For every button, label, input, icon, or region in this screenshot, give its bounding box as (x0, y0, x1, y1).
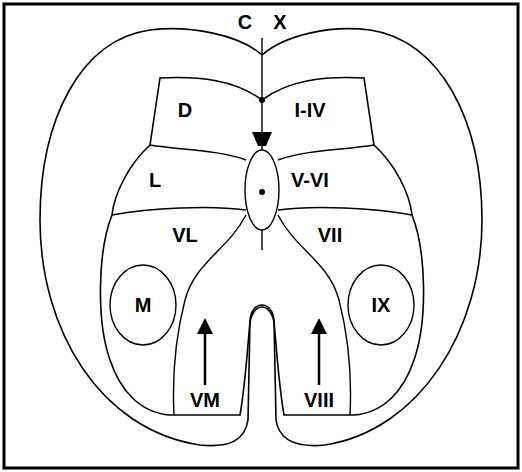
central-canal (259, 189, 265, 195)
dorsal-commissure (252, 132, 272, 146)
frame (4, 4, 518, 468)
motor-nucleus-outline (110, 265, 176, 345)
region-label: I-IV (294, 100, 325, 120)
ventral-line (261, 230, 262, 250)
region-label: VM (190, 390, 220, 410)
lamina-boundary (278, 208, 412, 215)
arrowhead (197, 318, 213, 334)
lamina-boundary (278, 215, 351, 415)
lamina-boundary (173, 215, 246, 415)
region-label: X (273, 12, 286, 32)
lamina-boundary (150, 145, 246, 160)
lamina-boundary (278, 145, 374, 160)
central-canal-region (245, 150, 279, 230)
lamina-boundary (112, 208, 246, 215)
region-label: VII (318, 225, 342, 245)
arrowhead (311, 318, 327, 334)
region-label: M (135, 295, 152, 315)
region-label: VL (172, 225, 198, 245)
region-label: L (149, 170, 161, 190)
motor-nucleus-outline (348, 265, 414, 345)
region-label: D (178, 100, 192, 120)
pointer-arrow (204, 330, 207, 385)
dot (259, 97, 265, 103)
region-label: C (238, 12, 252, 32)
region-label: VIII (304, 390, 334, 410)
white-matter-outline (40, 29, 482, 446)
region-label: IX (372, 295, 391, 315)
pointer-arrow (318, 330, 321, 385)
region-label: V-VI (291, 170, 329, 190)
